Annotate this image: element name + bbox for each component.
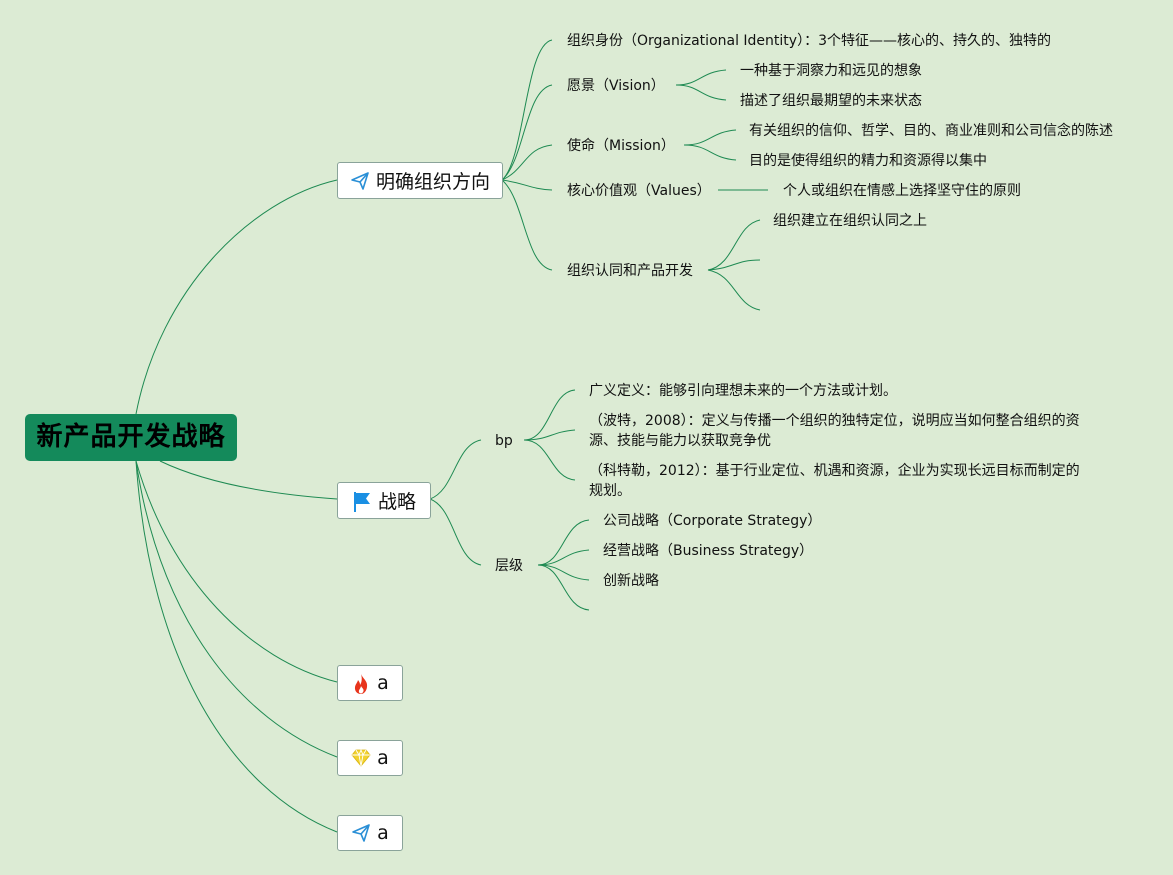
topic-levels[interactable]: 层级 — [495, 556, 523, 576]
connector-vision-2 — [675, 84, 727, 101]
topic-mission[interactable]: 使命（Mission） — [567, 136, 675, 156]
connector-root-gem — [135, 460, 338, 758]
topic-levels-item[interactable]: 经营战略（Business Strategy） — [603, 543, 814, 559]
connector-bp-1 — [523, 389, 576, 441]
connector-strategy-levels — [429, 498, 482, 566]
connector-identitydev-1 — [707, 219, 761, 271]
topic-identity-dev[interactable]: 组织认同和产品开发 — [567, 261, 693, 281]
topic-values[interactable]: 核心价值观（Values） — [567, 181, 711, 201]
topic-vision[interactable]: 愿景（Vision） — [567, 76, 665, 96]
topic-vision-item[interactable]: 一种基于洞察力和远见的想象 — [740, 63, 922, 79]
root-topic[interactable]: 新产品开发战略 — [25, 414, 237, 461]
topic-bp-item[interactable]: （波特，2008）：定义与传播一个组织的独特定位，说明应当如何整合组织的资源、技… — [589, 413, 1080, 449]
connector-strategy-bp — [429, 439, 482, 500]
topic-strategy-label: 战略 — [377, 491, 416, 513]
topic-vision-item[interactable]: 描述了组织最期望的未来状态 — [740, 93, 922, 109]
topic-strategy[interactable]: 战略 — [337, 482, 431, 519]
topic-plane[interactable]: a — [337, 815, 403, 851]
connector-direction-mission — [501, 144, 553, 181]
topic-identity[interactable]: 组织身份（Organizational Identity）：3个特征——核心的、… — [567, 31, 1051, 51]
topic-vision-label: 愿景（Vision） — [567, 78, 665, 94]
paper-plane-icon — [350, 171, 370, 191]
connector-direction-identitydev — [501, 179, 553, 271]
topic-fire[interactable]: a — [337, 665, 403, 701]
flag-icon — [352, 491, 372, 512]
topic-identity-dev-item[interactable]: 组织建立在组织认同之上 — [773, 213, 927, 229]
topic-values-item[interactable]: 个人或组织在情感上选择坚守住的原则 — [783, 183, 1021, 199]
fire-icon — [351, 673, 371, 694]
connector-vision-1 — [675, 69, 727, 86]
connector-root-direction — [135, 179, 338, 415]
topic-direction-label: 明确组织方向 — [375, 171, 490, 193]
paper-plane-icon — [351, 823, 371, 843]
topic-bp-item[interactable]: （科特勒，2012）：基于行业定位、机遇和资源，企业为实现长远目标而制定的规划。 — [589, 463, 1080, 499]
connector-levels-2 — [537, 549, 590, 566]
topic-identity-label: 组织身份（Organizational Identity）：3个特征——核心的、… — [567, 33, 1051, 49]
topic-bp[interactable]: bp — [495, 431, 513, 451]
topic-plane-label: a — [377, 822, 389, 844]
connector-levels-4 — [537, 564, 590, 611]
connector-mission-1 — [683, 129, 737, 146]
topic-mission-item[interactable]: 目的是使得组织的精力和资源得以集中 — [749, 153, 987, 169]
connector-identitydev-3 — [707, 269, 761, 311]
topic-levels-item[interactable]: 创新战略 — [603, 573, 659, 589]
connector-bp-3 — [523, 439, 576, 481]
topic-values-label: 核心价值观（Values） — [567, 183, 711, 199]
connector-root-plane — [135, 460, 338, 833]
diamond-icon — [351, 748, 371, 768]
connector-levels-1 — [537, 519, 590, 566]
topic-levels-label: 层级 — [495, 558, 523, 574]
connector-root-strategy — [159, 460, 338, 500]
topic-levels-item[interactable]: 公司战略（Corporate Strategy） — [603, 513, 822, 529]
connector-identitydev-2 — [707, 259, 761, 271]
connector-direction-identity — [501, 39, 553, 181]
topic-direction[interactable]: 明确组织方向 — [337, 162, 503, 199]
topic-bp-item[interactable]: 广义定义：能够引向理想未来的一个方法或计划。 — [589, 383, 897, 399]
topic-identity-dev-label: 组织认同和产品开发 — [567, 263, 693, 279]
topic-gem-label: a — [377, 747, 389, 769]
topic-fire-label: a — [377, 672, 389, 694]
connector-levels-3 — [537, 564, 590, 581]
connector-mission-2 — [683, 144, 737, 161]
topic-gem[interactable]: a — [337, 740, 403, 776]
topic-mission-label: 使命（Mission） — [567, 138, 675, 154]
connector-direction-vision — [501, 84, 553, 181]
topic-mission-item[interactable]: 有关组织的信仰、哲学、目的、商业准则和公司信念的陈述 — [749, 123, 1113, 139]
connector-root-fire — [135, 460, 338, 683]
connector-bp-2 — [523, 429, 576, 441]
connector-direction-values — [501, 179, 553, 191]
topic-bp-label: bp — [495, 433, 513, 449]
